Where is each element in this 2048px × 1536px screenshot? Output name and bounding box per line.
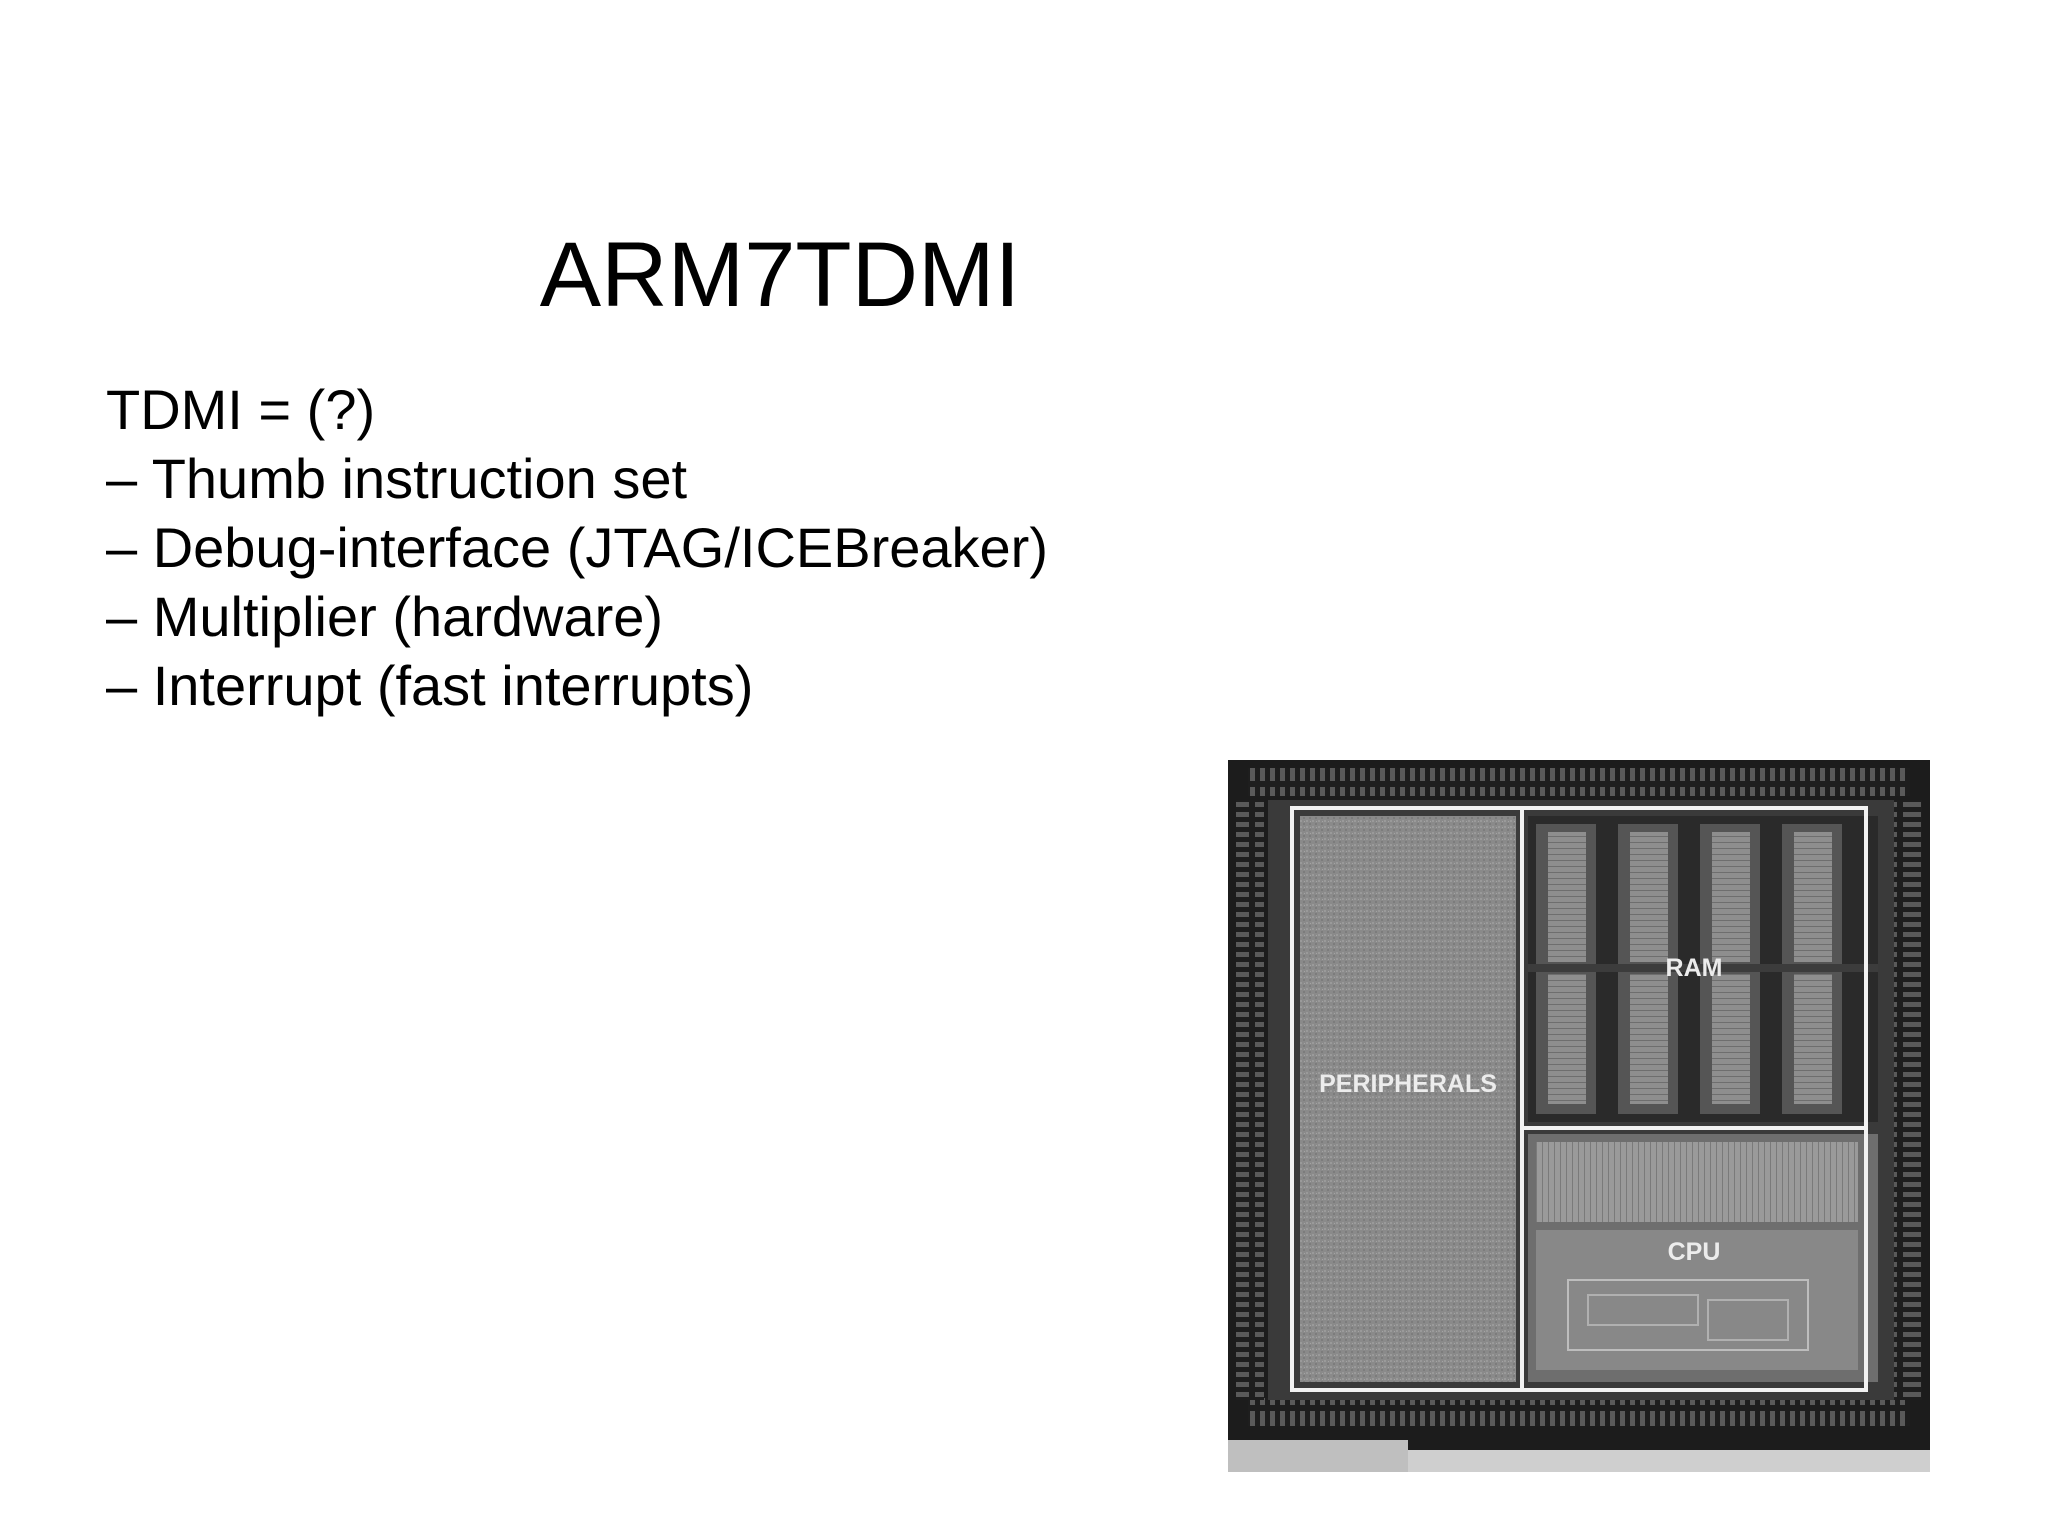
definition-line: TDMI = (?) (106, 378, 376, 441)
bullet-thumb: – Thumb instruction set (106, 447, 688, 510)
bullet-list: TDMI = (?) – Thumb instruction set – Deb… (106, 375, 1048, 720)
chip-die-graphic: PERIPHERALS RAM CPU (1228, 760, 1930, 1472)
bullet-multiplier: – Multiplier (hardware) (106, 585, 664, 648)
bullet-interrupt: – Interrupt (fast interrupts) (106, 654, 754, 717)
ram-label: RAM (1666, 954, 1723, 982)
peripherals-label: PERIPHERALS (1319, 1070, 1497, 1098)
slide-title: ARM7TDMI (539, 224, 1021, 326)
cpu-label: CPU (1668, 1238, 1721, 1266)
chip-die-photo: PERIPHERALS RAM CPU (1228, 760, 1930, 1472)
bullet-debug: – Debug-interface (JTAG/ICEBreaker) (106, 516, 1048, 579)
